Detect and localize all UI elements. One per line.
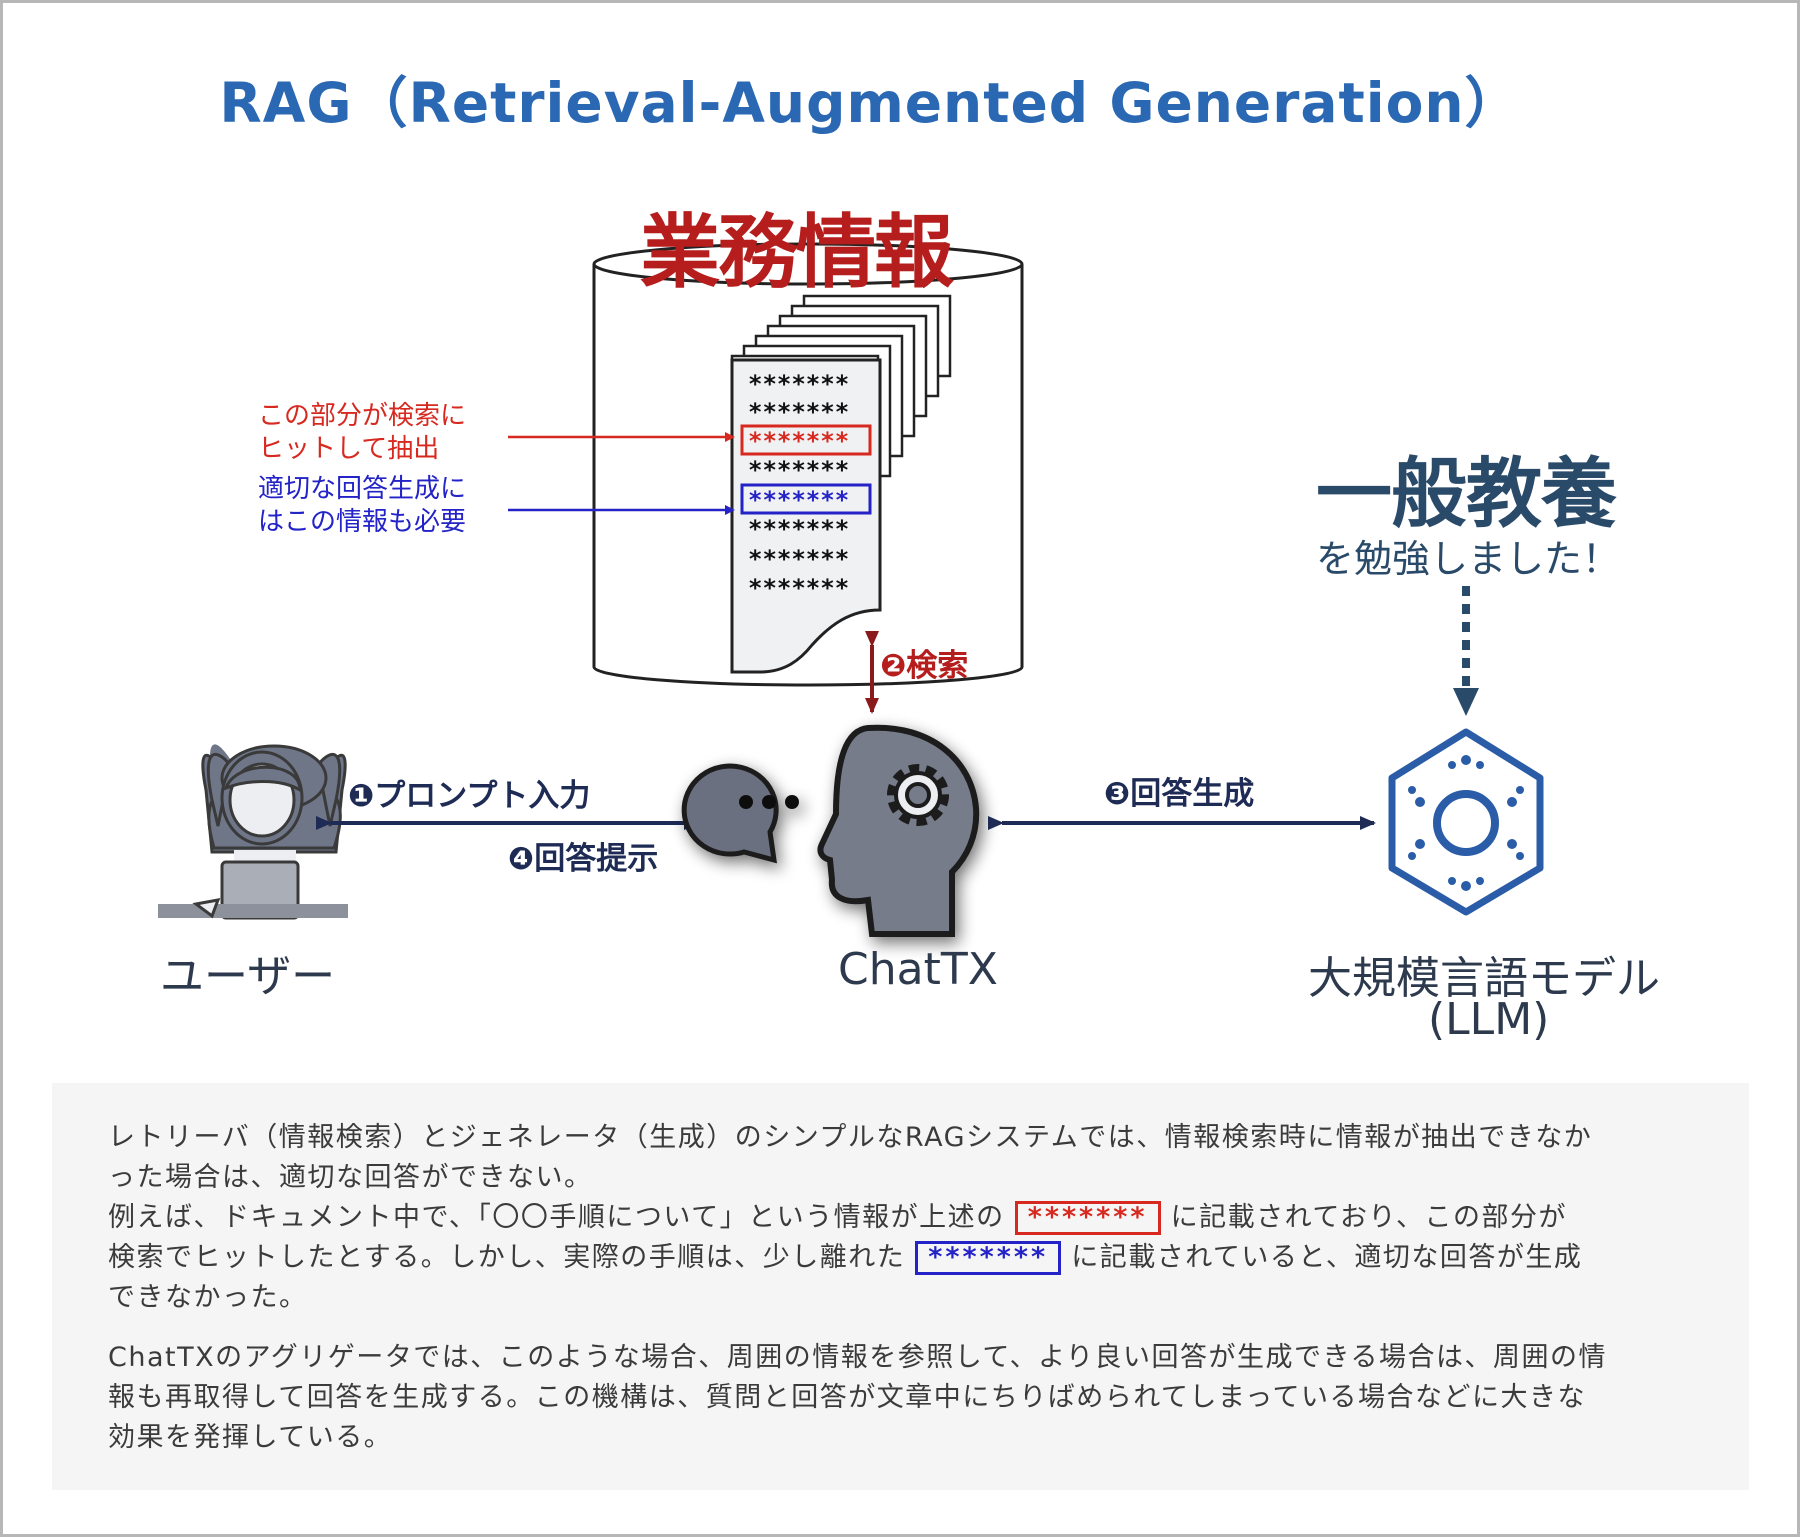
user-label: ユーザー [160, 951, 336, 1002]
knowledge-heading: 一般教養 [1316, 449, 1617, 538]
text-line: レトリーバ（情報検索）とジェネレータ（生成）のシンプルなRAGシステムでは、情報… [108, 1122, 1593, 1153]
text-fragment: に記載されており、この部分が [1170, 1202, 1567, 1233]
text-line: 例えば、ドキュメント中で、「〇〇手順について」という情報が上述の *******… [108, 1198, 1668, 1238]
text-line: 効果を発揮している。 [108, 1422, 393, 1453]
rag-diagram: ******* ******* ******* ******* ******* … [158, 242, 1544, 937]
description-paragraph-2: 例えば、ドキュメント中で、「〇〇手順について」という情報が上述の *******… [108, 1198, 1668, 1318]
chat-bubble-icon [681, 763, 799, 864]
text-line: できなかった。 [108, 1282, 308, 1313]
text-fragment: に記載されていると、適切な回答が生成 [1071, 1242, 1583, 1273]
needed-note: 適切な回答生成に はこの情報も必要 [258, 473, 466, 539]
front-document [730, 358, 882, 674]
needed-note-line: はこの情報も必要 [258, 507, 467, 537]
page-title: RAG（Retrieval-Augmented Generation） [219, 71, 1521, 135]
user-icon [158, 744, 348, 920]
document-rows: ******* ******* ******* ******* ******* … [748, 370, 849, 602]
llm-abbr-label: (LLM) [1428, 994, 1550, 1045]
text-line: 検索でヒットしたとする。しかし、実際の手順は、少し離れた ******* に記載… [108, 1238, 1668, 1278]
step-search: ❷検索 [880, 648, 969, 684]
chattx-label: ChatTX [838, 944, 998, 995]
database-label: 業務情報 [640, 206, 954, 299]
ai-head-icon [817, 724, 980, 937]
description-paragraph-3: ChatTXのアグリゲータでは、このような場合、周囲の情報を参照して、より良い回… [108, 1338, 1668, 1458]
doc-row: ******* [748, 456, 849, 484]
description-paragraph-1: レトリーバ（情報検索）とジェネレータ（生成）のシンプルなRAGシステムでは、情報… [108, 1118, 1668, 1198]
doc-row-needed: ******* [748, 486, 849, 514]
text-line: 報も再取得して回答を生成する。この機構は、質問と回答が文章中にちりばめられてしま… [108, 1382, 1586, 1413]
hit-note: この部分が検索に ヒットして抽出 [258, 400, 466, 466]
doc-row: ******* [748, 370, 849, 398]
hit-row-marker: ******* [1014, 1201, 1161, 1235]
needed-row-frame [740, 483, 872, 515]
step-answer-generate: ❸回答生成 [1104, 776, 1255, 812]
text-fragment: 検索でヒットしたとする。しかし、実際の手順は、少し離れた [108, 1242, 906, 1273]
doc-row: ******* [748, 398, 849, 426]
llm-icon [1388, 728, 1544, 916]
needed-note-line: 適切な回答生成に [258, 474, 467, 504]
text-fragment: 例えば、ドキュメント中で、「〇〇手順について」という情報が上述の [108, 1202, 1005, 1233]
description-box [52, 1083, 1749, 1490]
hit-note-line: この部分が検索に [258, 401, 467, 431]
hit-row-frame [740, 424, 872, 456]
doc-row: ******* [748, 574, 849, 602]
llm-label: 大規模言語モデル [1308, 953, 1660, 1004]
hit-note-line: ヒットして抽出 [258, 434, 440, 464]
doc-row: ******* [748, 545, 849, 573]
needed-row-marker: ******* [915, 1241, 1062, 1275]
text-line: ChatTXのアグリゲータでは、このような場合、周囲の情報を参照して、より良い回… [108, 1342, 1607, 1373]
step-answer-present: ❹回答提示 [508, 841, 659, 877]
doc-row-hit: ******* [748, 427, 849, 455]
doc-row: ******* [748, 515, 849, 543]
knowledge-sub: を勉強しました！ [1316, 537, 1621, 581]
step-prompt-input: ❶プロンプト入力 [348, 778, 591, 814]
text-line: った場合は、適切な回答ができない。 [108, 1162, 593, 1193]
